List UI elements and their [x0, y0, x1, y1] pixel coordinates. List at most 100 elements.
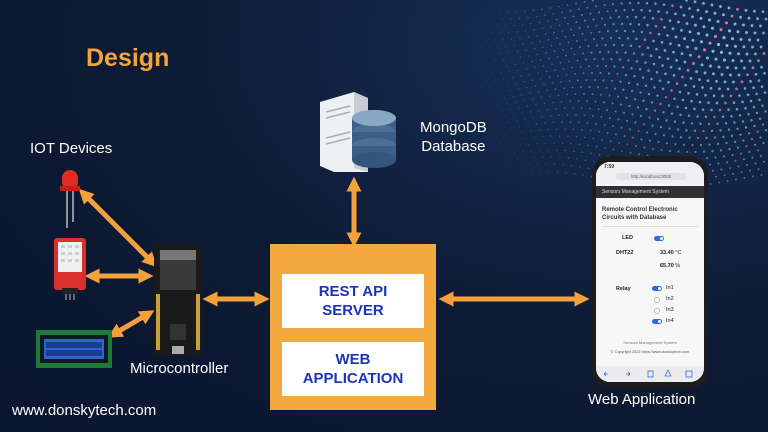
decoration-dot: [611, 102, 614, 105]
decoration-dot: [756, 38, 760, 42]
decoration-dot: [648, 116, 651, 119]
decoration-dot: [492, 111, 495, 113]
decoration-dot: [734, 159, 737, 162]
decoration-dot: [681, 98, 685, 102]
decoration-dot: [727, 6, 731, 10]
decoration-dot: [602, 79, 605, 82]
decoration-dot: [583, 0, 586, 3]
decoration-dot: [571, 66, 573, 69]
decoration-dot: [672, 74, 676, 77]
decoration-dot: [637, 129, 640, 132]
microcontroller-label: Microcontroller: [130, 360, 229, 377]
decoration-dot: [499, 52, 502, 54]
decoration-dot: [612, 43, 616, 47]
decoration-dot: [536, 143, 538, 145]
decoration-dot: [521, 24, 524, 26]
decoration-dot: [534, 66, 536, 69]
decoration-dot: [638, 68, 642, 71]
decoration-dot: [541, 8, 543, 11]
phone-relay-in3-radio[interactable]: [654, 308, 660, 314]
decoration-dot: [670, 89, 673, 92]
decoration-dot: [524, 10, 526, 12]
decoration-dot: [497, 66, 499, 68]
decoration-dot: [760, 65, 763, 69]
decoration-dot: [756, 130, 759, 133]
decoration-dot: [608, 94, 611, 97]
decoration-dot: [544, 122, 546, 124]
phone-status-time: 7:59: [604, 164, 615, 170]
decoration-dot: [493, 18, 495, 20]
phone-relay-in2-radio[interactable]: [654, 297, 660, 303]
decoration-dot: [702, 48, 707, 52]
web-app-line1: WEB: [335, 351, 371, 368]
decoration-dot: [689, 77, 693, 80]
decoration-dot: [628, 104, 631, 108]
decoration-dot: [727, 108, 730, 111]
decoration-dot: [669, 65, 673, 69]
phone-relay-in4-toggle[interactable]: [652, 319, 662, 324]
decoration-dot: [715, 101, 719, 105]
decoration-dot: [485, 39, 487, 41]
decoration-dot: [641, 53, 644, 56]
decoration-dot: [494, 79, 497, 81]
decoration-dot: [739, 133, 742, 136]
phone-temp: 33.40: [660, 250, 674, 256]
decoration-dot: [640, 8, 643, 12]
decoration-dot: [744, 8, 748, 12]
decoration-dot: [658, 79, 662, 82]
decoration-dot: [517, 88, 520, 90]
decoration-dot: [486, 80, 488, 82]
decoration-dot: [573, 150, 575, 152]
web-application-label: Web Application: [588, 391, 696, 408]
decoration-dot: [581, 32, 584, 35]
decoration-dot: [474, 53, 476, 55]
decoration-dot: [507, 11, 509, 13]
decoration-dot: [463, 67, 465, 69]
decoration-dot: [522, 151, 524, 153]
decoration-dot: [705, 10, 708, 14]
decoration-dot: [739, 152, 743, 155]
decoration-dot: [759, 136, 762, 139]
decoration-dot: [573, 34, 575, 37]
decoration-dot: [678, 90, 682, 94]
decoration-dot: [720, 73, 724, 76]
decoration-dot: [651, 147, 655, 150]
decoration-dot: [722, 135, 725, 138]
phone-led-toggle[interactable]: [654, 236, 664, 241]
decoration-dot: [693, 107, 696, 111]
decoration-dot: [549, 7, 552, 9]
decoration-dot: [655, 47, 658, 51]
decoration-dot: [660, 148, 663, 152]
decoration-dot: [699, 40, 704, 44]
decoration-dot: [563, 87, 565, 90]
decoration-dot: [500, 72, 502, 74]
decoration-dot: [569, 100, 571, 103]
decoration-dot: [463, 45, 464, 47]
decoration-dot: [589, 129, 592, 132]
decoration-dot: [518, 107, 520, 109]
decoration-dot: [654, 132, 657, 136]
decoration-dot: [742, 23, 745, 27]
decoration-dot: [674, 12, 677, 16]
decoration-dot: [543, 102, 546, 105]
decoration-dot: [544, 33, 547, 35]
decoration-dot: [743, 87, 747, 90]
decoration-dot: [693, 129, 697, 132]
phone-screen: 7:59 http://localhost:3000 Sensors Manag…: [596, 162, 704, 382]
decoration-dot: [716, 122, 719, 126]
decoration-dot: [516, 31, 518, 33]
decoration-dot: [702, 129, 705, 133]
decoration-dot: [683, 60, 687, 64]
decoration-dot: [508, 51, 510, 54]
decoration-dot: [493, 39, 496, 41]
decoration-dot: [473, 9, 475, 11]
decoration-dot: [480, 67, 482, 69]
decoration-dot: [579, 46, 581, 49]
phone-relay-in1-toggle[interactable]: [652, 286, 662, 291]
decoration-dot: [582, 72, 585, 75]
phone-browser-bar: 7:59 http://localhost:3000: [596, 162, 704, 184]
decoration-dot: [584, 159, 587, 161]
decoration-dot: [536, 34, 538, 37]
phone-relay-in1: In1: [666, 285, 674, 291]
